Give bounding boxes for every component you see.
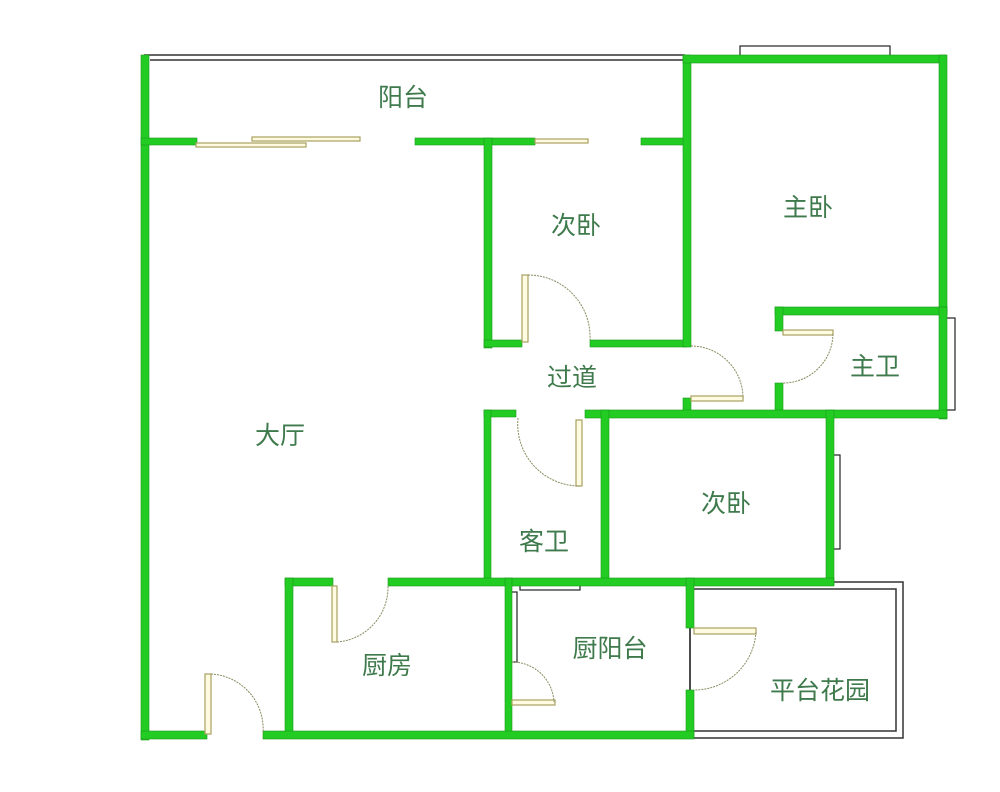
doors [195, 136, 834, 735]
room-label-bedroom2-top: 次卧 [551, 211, 601, 240]
entrance-door [204, 673, 212, 735]
room-label-master-bedroom: 主卧 [783, 193, 833, 222]
terrace-outline [689, 581, 904, 739]
outer-lines [144, 54, 904, 739]
sliding-door [195, 142, 307, 148]
room-label-bedroom2-bottom: 次卧 [701, 489, 751, 518]
room-label-guest-bath: 客卫 [519, 527, 569, 556]
room-label-master-bath: 主卫 [850, 352, 900, 381]
room-label-corridor: 过道 [547, 363, 597, 392]
sliding-door [251, 136, 361, 142]
room-label-living-room: 大厅 [255, 421, 305, 450]
room-label-kitchen: 厨房 [362, 651, 412, 680]
room-label-kitchen-balcony: 厨阳台 [572, 634, 647, 663]
room-labels: 阳台 次卧 主卧 过道 主卫 大厅 次卧 客卫 厨房 厨阳台 平台花园 [255, 83, 900, 705]
walls [140, 54, 948, 741]
room-label-terrace-garden: 平台花园 [770, 676, 870, 705]
room-label-balcony: 阳台 [378, 83, 428, 112]
